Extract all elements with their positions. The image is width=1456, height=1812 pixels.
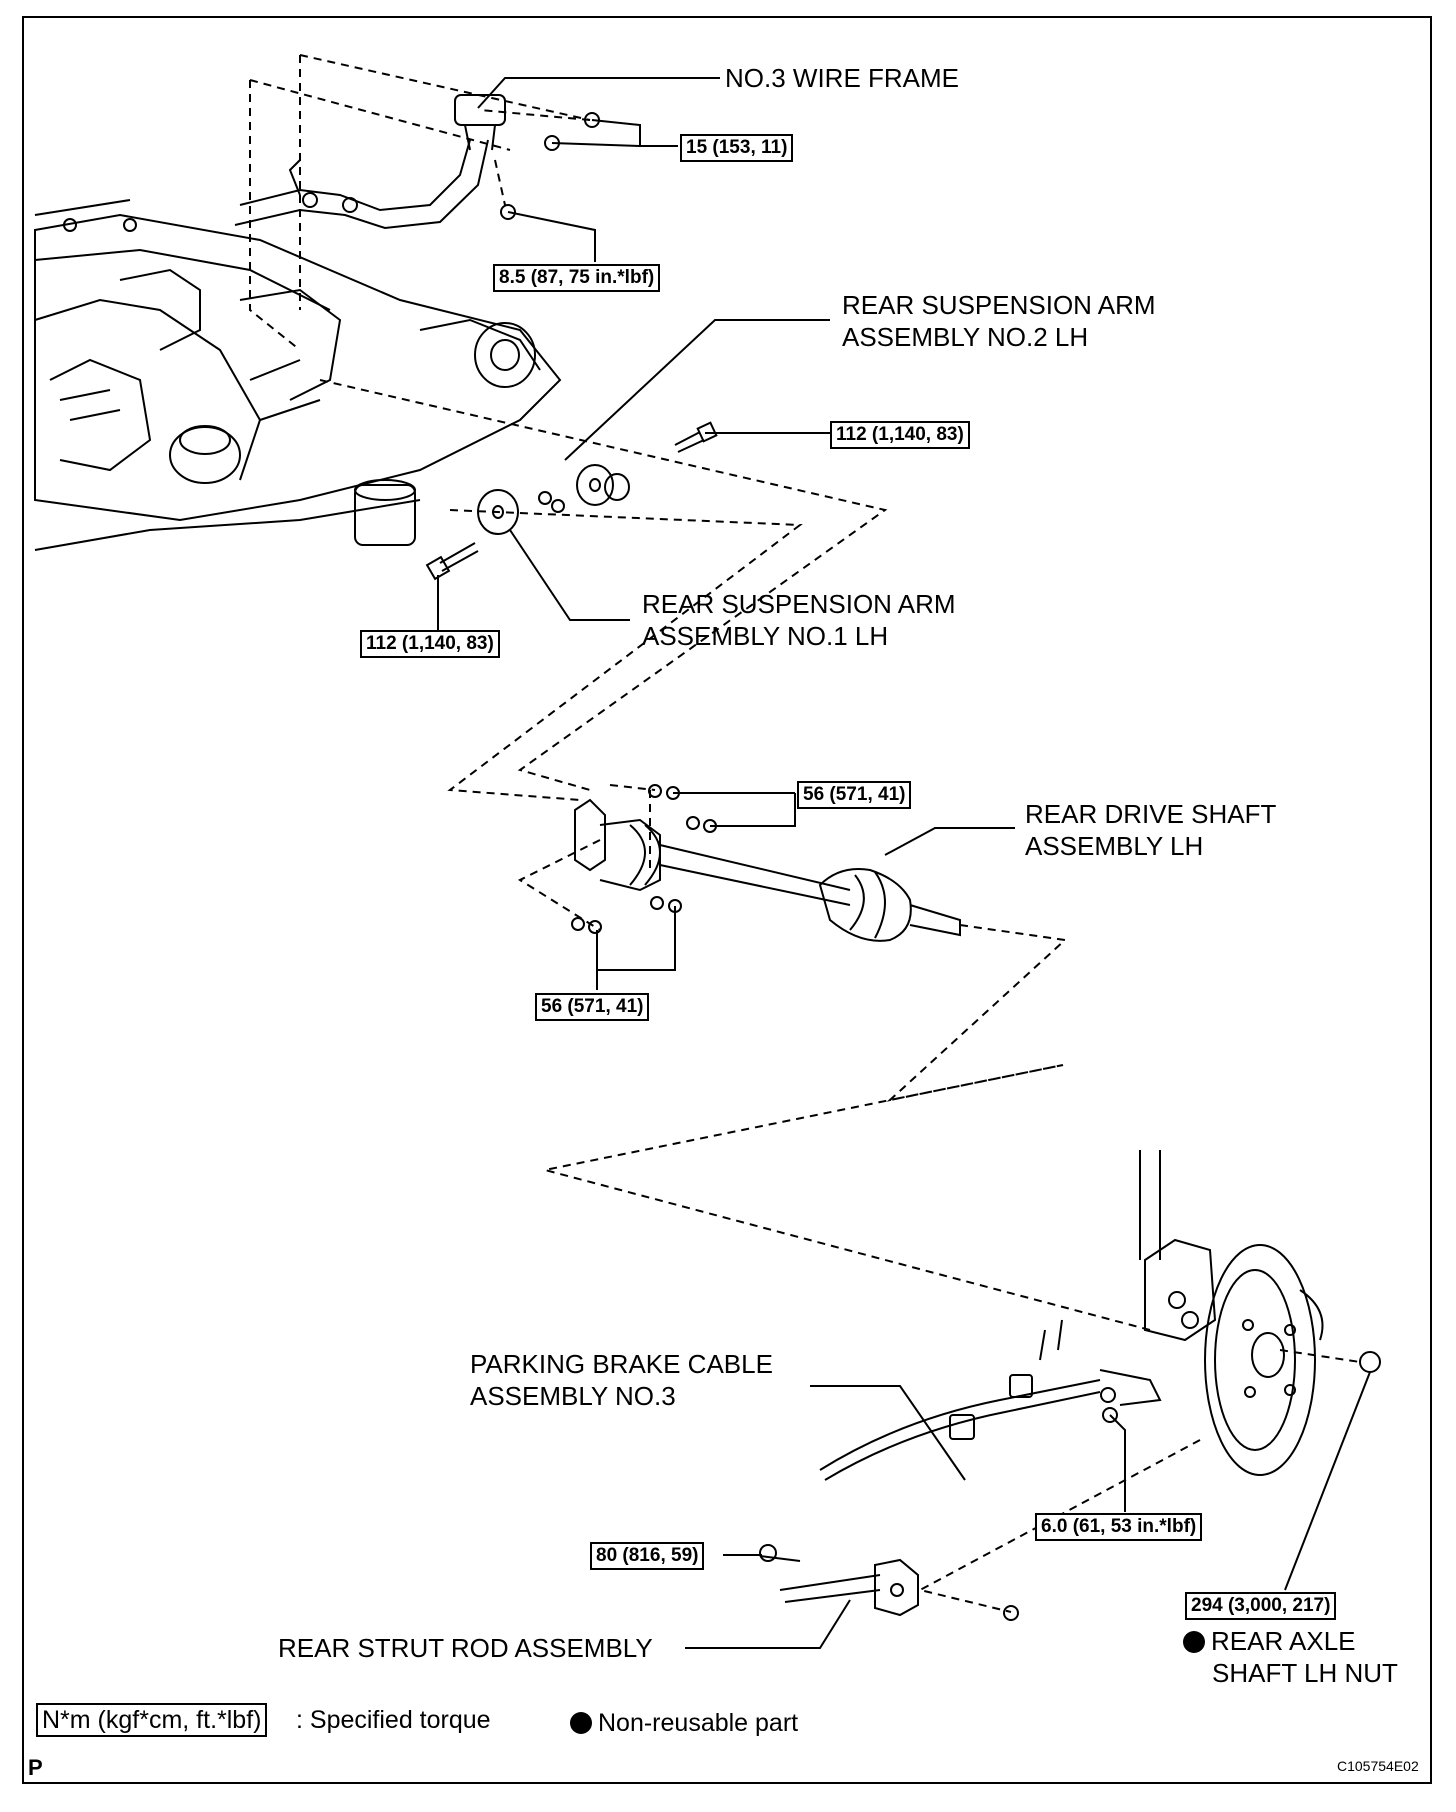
figure-frame: [22, 16, 1432, 1784]
bolts: [425, 421, 718, 581]
label-drive-shaft-line1: REAR DRIVE SHAFT: [1025, 799, 1277, 829]
rear-subframe-drawing: [34, 199, 562, 551]
label-axle-nut-line1: REAR AXLE: [1183, 1625, 1356, 1657]
label-arm-no2-line1: REAR SUSPENSION ARM: [842, 290, 1156, 320]
legend-units-desc: : Specified torque: [296, 1706, 491, 1734]
torque-shaft-flange-lower: 56 (571, 41): [535, 993, 650, 1021]
legend-non-reusable-text: Non-reusable part: [598, 1709, 799, 1737]
figure-code: C105754E02: [1337, 1758, 1419, 1774]
label-parking-cable-line1: PARKING BRAKE CABLE: [470, 1349, 773, 1379]
torque-strut-rod-bolt: 80 (816, 59): [590, 1542, 705, 1570]
label-strut-rod: REAR STRUT ROD ASSEMBLY: [278, 1633, 653, 1663]
wire-frame-drawing: [234, 94, 506, 230]
label-arm-no1-line1: REAR SUSPENSION ARM: [642, 589, 956, 619]
label-arm-no2-line2: ASSEMBLY NO.2 LH: [842, 322, 1089, 352]
label-axle-nut-line1-text: REAR AXLE: [1211, 1626, 1356, 1656]
label-parking-cable-line2: ASSEMBLY NO.3: [470, 1381, 676, 1411]
drive-shaft-drawing: [574, 798, 961, 942]
torque-wire-frame-nut: 15 (153, 11): [680, 134, 794, 162]
torque-axle-nut: 294 (3,000, 217): [1185, 1592, 1337, 1620]
non-reusable-dot-icon: [1183, 1631, 1205, 1653]
label-wire-frame: NO.3 WIRE FRAME: [725, 63, 960, 93]
rear-knuckle-drawing: [1099, 1150, 1324, 1476]
torque-cable-bolts: 6.0 (61, 53 in.*lbf): [1035, 1513, 1203, 1541]
parking-brake-cable-drawing: [819, 1319, 1101, 1481]
legend-units: N*m (kgf*cm, ft.*lbf): [36, 1703, 268, 1737]
label-arm-no1-line2: ASSEMBLY NO.1 LH: [642, 621, 889, 651]
legend-non-reusable: Non-reusable part: [570, 1708, 798, 1738]
torque-arm-no2-bolt: 112 (1,140, 83): [830, 421, 970, 449]
strut-rod-drawing: [759, 1544, 919, 1617]
non-reusable-dot-icon: [570, 1712, 592, 1734]
torque-wire-frame-clamp: 8.5 (87, 75 in.*lbf): [493, 264, 661, 292]
torque-arm-no1-bolt: 112 (1,140, 83): [360, 630, 500, 658]
label-drive-shaft-line2: ASSEMBLY LH: [1025, 831, 1204, 861]
corner-letter: P: [28, 1755, 43, 1780]
torque-shaft-flange-upper: 56 (571, 41): [797, 781, 912, 809]
label-axle-nut-line2: SHAFT LH NUT: [1212, 1658, 1398, 1688]
suspension-arm-washers: [477, 464, 630, 535]
